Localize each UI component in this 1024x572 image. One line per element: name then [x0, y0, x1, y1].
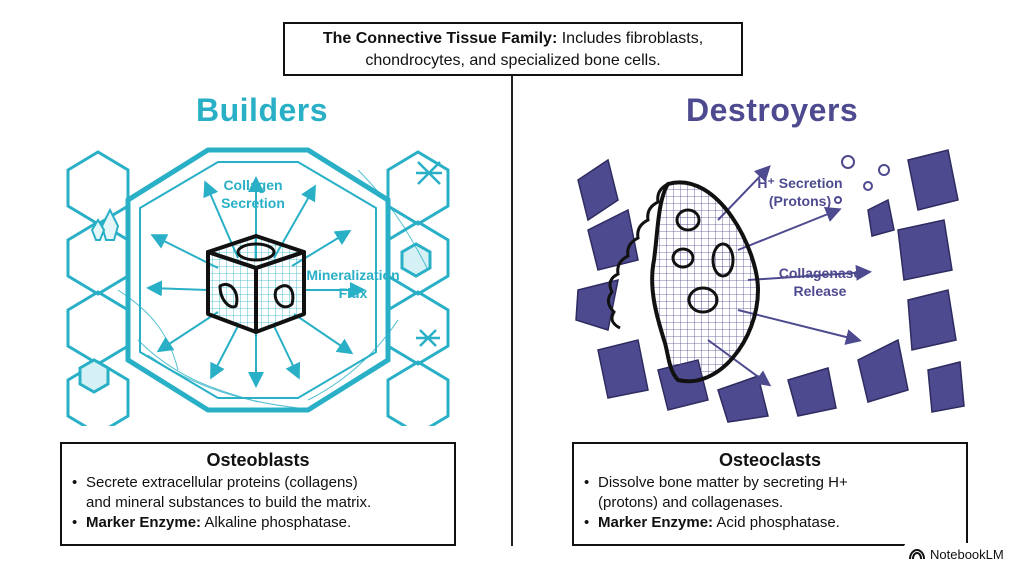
label-h-secretion-1: H⁺ Secretion — [757, 175, 842, 191]
bone-fragments — [575, 149, 965, 423]
destroyers-title: Destroyers — [686, 92, 859, 128]
bone-matrix-hexagons — [66, 147, 450, 426]
osteoclasts-bullet-1: • Dissolve bone matter by secreting H+(p… — [584, 474, 848, 511]
snowflake-icon — [416, 161, 442, 347]
header-bold: The Connective Tissue Family: — [322, 30, 558, 47]
header-line-2: chondrocytes, and specialized bone cells… — [365, 52, 661, 69]
crystal-icon — [90, 207, 120, 241]
header-box: The Connective Tissue Family: Includes f… — [283, 22, 743, 76]
label-h-secretion-2: (Protons) — [769, 193, 831, 209]
osteoclast-cell — [607, 180, 761, 384]
osteoblasts-card-title: Osteoblasts — [206, 450, 310, 470]
center-divider — [511, 76, 513, 546]
label-collagen-1: Collagen — [223, 177, 282, 193]
osteoclasts-bullet-2: • Marker Enzyme: Acid phosphatase. — [584, 514, 840, 531]
bubbles — [834, 155, 890, 204]
osteoclasts-card: Osteoclasts • Dissolve bone matter by se… — [572, 442, 968, 546]
osteoblast-illustration: Collagen Secretion Mineralization Flux — [66, 147, 450, 426]
label-mineral-1: Mineralization — [306, 267, 399, 283]
osteoblast-cell — [206, 234, 306, 334]
osteoblasts-bullet-1: • Secrete extracellular proteins (collag… — [72, 474, 372, 511]
label-collagenase-2: Release — [794, 283, 847, 299]
label-mineral-2: Flux — [339, 285, 368, 301]
label-collagenase-1: Collagenase — [779, 265, 862, 281]
osteoclasts-card-title: Osteoclasts — [718, 450, 822, 470]
notebooklm-label: NotebookLM — [930, 546, 1004, 562]
header-line-1: The Connective Tissue Family: Includes f… — [285, 28, 741, 50]
label-collagen-2: Secretion — [221, 195, 285, 211]
collagen-fibres — [117, 169, 429, 409]
builders-title: Builders — [196, 92, 329, 128]
notebooklm-icon — [909, 548, 925, 560]
osteoblasts-bullet-2: • Marker Enzyme: Alkaline phosphatase. — [72, 514, 352, 531]
osteoblasts-card: Osteoblasts • Secrete extracellular prot… — [60, 442, 456, 546]
osteoclast-illustration: H⁺ Secretion (Protons) Collagenase Relea… — [575, 149, 965, 423]
notebooklm-badge: NotebookLM — [904, 543, 1018, 565]
header-line1-rest: Includes fibroblasts, — [561, 30, 704, 47]
